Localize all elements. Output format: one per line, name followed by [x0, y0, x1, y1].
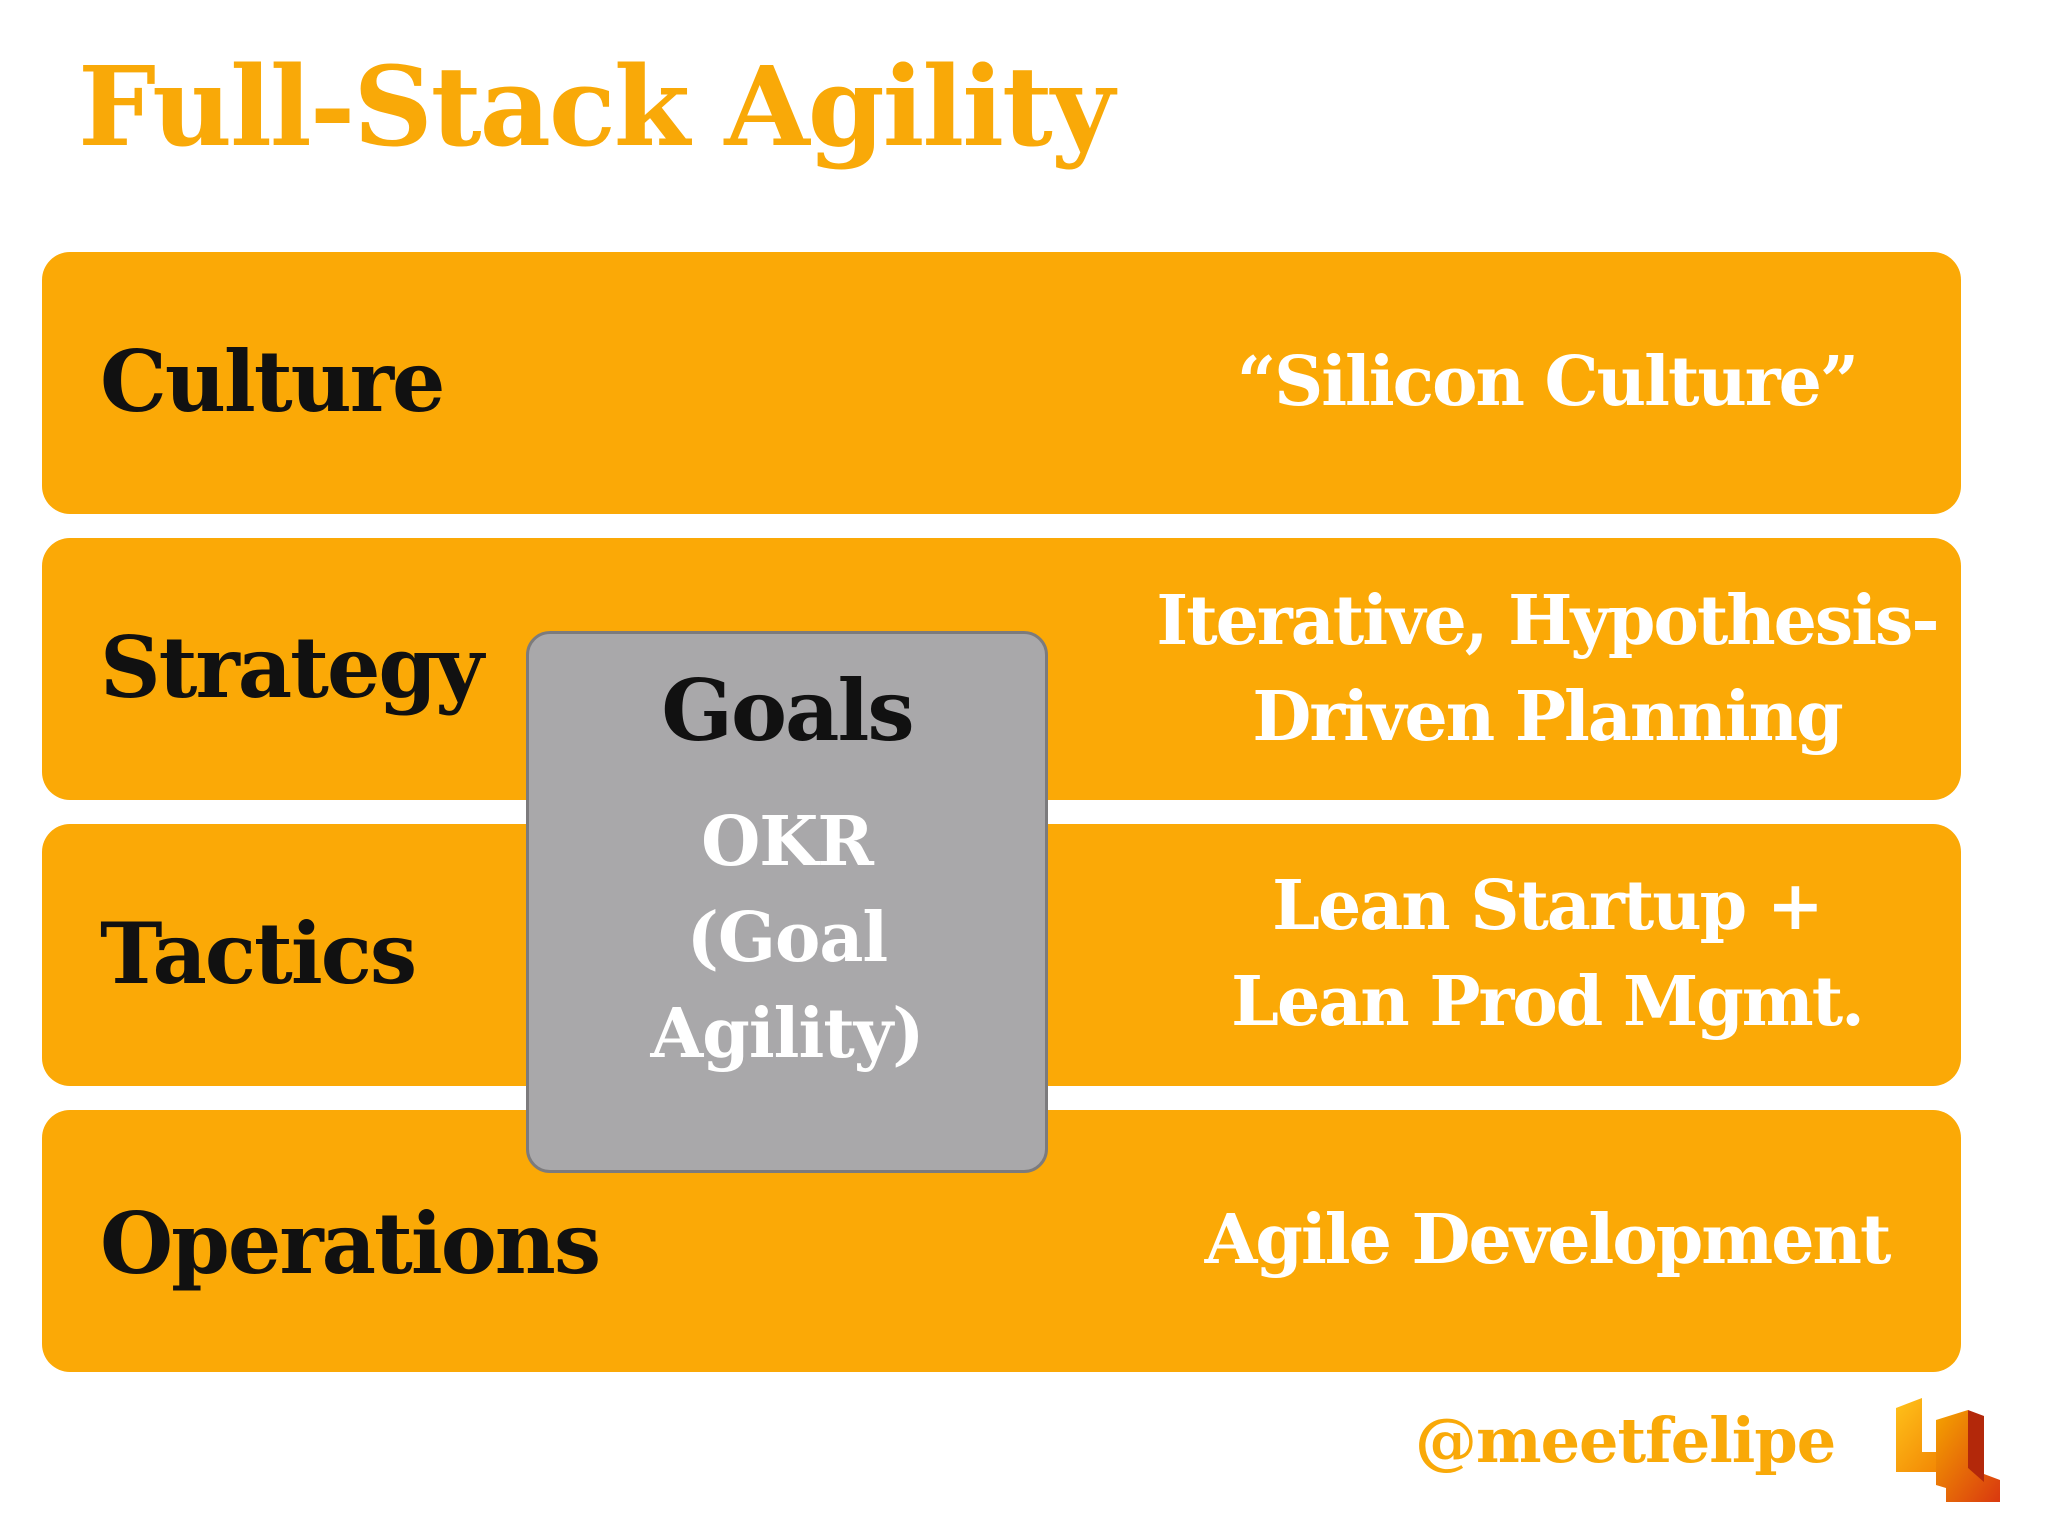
twitter-handle: @meetfelipe	[1415, 1404, 1836, 1477]
layer-culture-description-line-1: “Silicon Culture”	[1236, 342, 1859, 422]
goals-okr-line-1: OKR	[701, 802, 874, 882]
layer-tactics-description-line-1: Lean Startup +	[1272, 866, 1824, 946]
stylized-l-logo-icon	[1896, 1398, 2000, 1502]
layer-operations-description: Agile Development	[1077, 1192, 2017, 1288]
layer-tactics-description: Lean Startup + Lean Prod Mgmt.	[1077, 858, 2017, 1050]
goals-okr-line-2: (Goal	[686, 898, 889, 978]
layer-strategy-description-line-2: Driven Planning	[1252, 677, 1843, 757]
layer-culture-label: Culture	[100, 332, 445, 431]
layer-operations-description-line-1: Agile Development	[1204, 1200, 1892, 1280]
layer-strategy-description: Iterative, Hypothesis- Driven Planning	[1077, 573, 2017, 765]
layer-operations-label: Operations	[100, 1194, 601, 1293]
layer-strategy-description-line-1: Iterative, Hypothesis-	[1156, 581, 1939, 661]
goals-okr-text: OKR (Goal Agility)	[529, 794, 1045, 1082]
layer-culture-description: “Silicon Culture”	[1077, 334, 2017, 430]
layer-strategy-label: Strategy	[100, 618, 484, 717]
goals-box: Goals OKR (Goal Agility)	[526, 631, 1048, 1173]
goals-okr-line-3: Agility)	[650, 994, 925, 1074]
layer-tactics-label: Tactics	[100, 904, 417, 1003]
goals-title: Goals	[661, 661, 914, 760]
layer-tactics-description-line-2: Lean Prod Mgmt.	[1231, 962, 1865, 1042]
layer-culture-band: Culture “Silicon Culture”	[42, 252, 1961, 514]
page-title: Full-Stack Agility	[78, 42, 1115, 171]
